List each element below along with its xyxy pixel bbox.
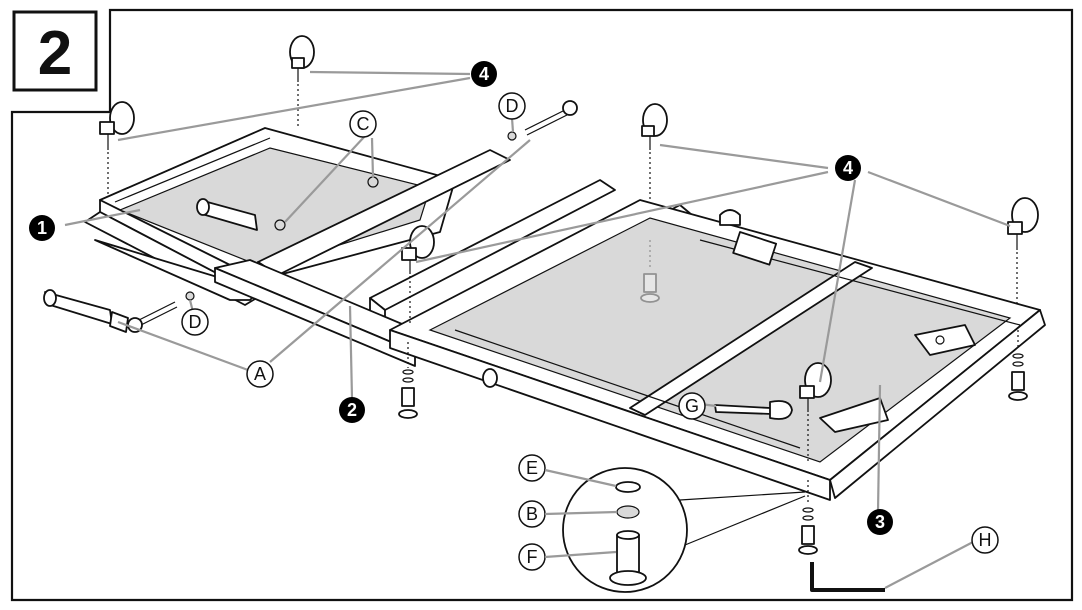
callout-H: H bbox=[971, 526, 999, 554]
label-A: A bbox=[254, 364, 266, 384]
step-number: 2 bbox=[38, 19, 72, 88]
foot-glide-3 bbox=[1008, 330, 1028, 401]
label-D-lower: D bbox=[189, 312, 202, 332]
label-part-4-right: 4 bbox=[843, 158, 853, 178]
callout-A: A bbox=[246, 360, 274, 388]
callout-F: F bbox=[518, 543, 546, 571]
foot-glide-1 bbox=[398, 342, 418, 419]
cam-lock bbox=[482, 209, 778, 388]
wrench-tool bbox=[714, 400, 793, 420]
foot-glide-4-faded bbox=[640, 240, 660, 303]
label-part-3: 3 bbox=[875, 512, 885, 532]
label-G: G bbox=[685, 396, 699, 416]
callout-G: G bbox=[678, 392, 706, 420]
label-D-upper: D bbox=[506, 96, 519, 116]
callout-D-upper: D bbox=[498, 92, 526, 120]
left-frame-part-1 bbox=[84, 127, 456, 306]
label-part-1: 1 bbox=[37, 218, 47, 238]
callout-E: E bbox=[518, 454, 546, 482]
label-F: F bbox=[527, 547, 538, 567]
bolt-A-inserted bbox=[196, 198, 258, 231]
caster-wheel-6 bbox=[799, 362, 832, 462]
caster-wheel-2 bbox=[99, 101, 135, 196]
caster-wheel-4 bbox=[1007, 197, 1039, 306]
nut-C bbox=[274, 176, 379, 231]
caster-wheel-3 bbox=[641, 103, 668, 200]
callout-D-lower: D bbox=[181, 308, 209, 336]
badge-part-3: 3 bbox=[867, 509, 893, 535]
foot-glide-2 bbox=[798, 480, 818, 555]
label-E: E bbox=[526, 458, 538, 478]
badge-part-4-right: 4 bbox=[835, 155, 861, 181]
label-B: B bbox=[526, 504, 538, 524]
label-H: H bbox=[979, 530, 992, 550]
detail-inset bbox=[562, 467, 806, 593]
step-number-box: 2 bbox=[12, 10, 98, 92]
badge-part-1: 1 bbox=[29, 215, 55, 241]
label-C: C bbox=[357, 114, 370, 134]
caster-wheel-1 bbox=[289, 35, 315, 128]
label-part-2: 2 bbox=[347, 400, 357, 420]
allen-key bbox=[810, 562, 885, 592]
callout-B: B bbox=[518, 500, 546, 528]
badge-part-2: 2 bbox=[339, 397, 365, 423]
label-part-4-top: 4 bbox=[479, 64, 489, 84]
bolt-A-loose bbox=[43, 289, 129, 333]
badge-part-4-top: 4 bbox=[471, 61, 497, 87]
inset-leaders bbox=[544, 468, 618, 559]
callout-C: C bbox=[349, 110, 377, 138]
leader-lines bbox=[64, 70, 1011, 589]
right-frame-part-3 bbox=[389, 199, 1046, 501]
